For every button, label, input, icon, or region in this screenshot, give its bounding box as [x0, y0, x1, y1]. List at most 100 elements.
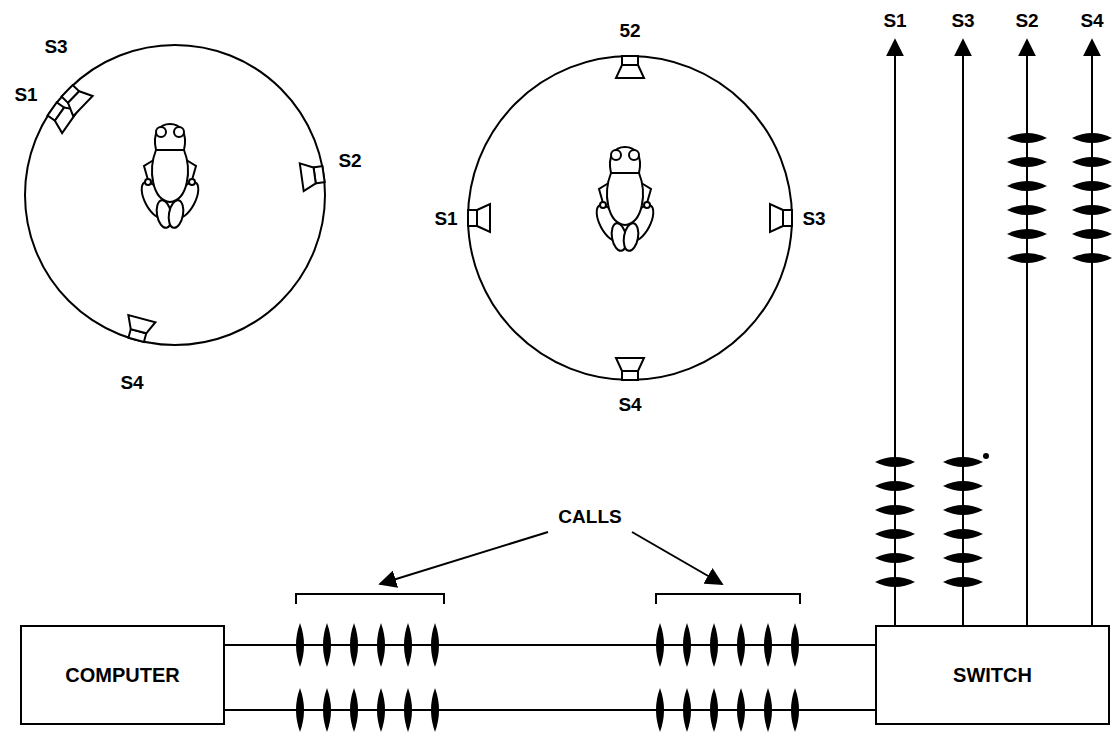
arena-circle [25, 45, 325, 345]
call-pulse [683, 623, 691, 667]
frog-hand [600, 202, 606, 208]
frog-head [610, 147, 640, 173]
call-pulse [404, 623, 412, 667]
call-pulse [1007, 157, 1047, 167]
speaker-cone [770, 204, 783, 232]
speaker [616, 56, 644, 78]
bracket [296, 594, 444, 604]
frog-hand [145, 179, 151, 185]
speaker-cone [477, 204, 490, 232]
arena-circle [468, 56, 792, 380]
call-pulse [737, 623, 745, 667]
call-pulse [431, 688, 439, 732]
box-label: COMPUTER [65, 664, 179, 687]
call-pulse [943, 457, 983, 467]
call-pulse [683, 688, 691, 732]
call-pulse [1072, 133, 1112, 143]
speaker-magnet [622, 56, 638, 65]
call-pulse [1007, 205, 1047, 215]
call-pulse [431, 623, 439, 667]
call-pulse [1072, 157, 1112, 167]
speaker-magnet [783, 210, 792, 226]
speaker-label: S2 [1015, 11, 1038, 30]
call-pulse [1072, 181, 1112, 191]
speaker-label: S4 [120, 373, 143, 392]
speaker [57, 81, 92, 116]
process-box: SWITCH [875, 625, 1110, 725]
call-pulse [875, 481, 915, 491]
call-pulse [875, 457, 915, 467]
speaker-label: S3 [802, 209, 825, 228]
call-pulse [1072, 205, 1112, 215]
call-pulse [1007, 229, 1047, 239]
speaker-label: S4 [618, 395, 641, 414]
call-pulse [943, 505, 983, 515]
output-line [1091, 40, 1093, 626]
speaker-cone [616, 65, 644, 78]
call-pulse [323, 688, 331, 732]
process-box: COMPUTER [20, 625, 225, 725]
speaker-cone [300, 162, 317, 192]
speaker-magnet [622, 371, 638, 380]
call-pulse [943, 481, 983, 491]
box-label: SWITCH [953, 664, 1032, 687]
call-pulse [377, 623, 385, 667]
speaker-label: 52 [619, 21, 640, 40]
speaker-label: S1 [883, 11, 906, 30]
call-pulse [1007, 253, 1047, 263]
frog-head [155, 124, 185, 150]
speaker-label: S1 [14, 85, 37, 104]
call-pulse [875, 505, 915, 515]
call-pulse [350, 623, 358, 667]
speaker-label: S2 [338, 151, 361, 170]
speaker [300, 160, 326, 191]
call-pulse [710, 688, 718, 732]
call-pulse [296, 688, 304, 732]
call-pulse [764, 623, 772, 667]
call-pulse [791, 688, 799, 732]
speaker [123, 315, 156, 343]
call-pulse [737, 688, 745, 732]
frog-hand [644, 202, 650, 208]
signal-line [225, 709, 875, 711]
call-pulse [377, 688, 385, 732]
call-pulse [791, 623, 799, 667]
frog-eye [611, 150, 621, 160]
output-line [1026, 40, 1028, 626]
frog-body [607, 173, 643, 225]
call-pulse [710, 623, 718, 667]
speaker-cone [616, 358, 644, 371]
frog [592, 147, 659, 252]
speaker-cone [64, 87, 93, 116]
call-pulse [943, 553, 983, 563]
call-pulse [764, 688, 772, 732]
frog-eye [156, 127, 166, 137]
speaker [770, 204, 792, 232]
speaker [616, 358, 644, 380]
call-pulse [350, 688, 358, 732]
call-pulse [943, 577, 983, 587]
speaker-cone [125, 315, 155, 335]
frog-body [152, 150, 188, 202]
speaker-label: S3 [951, 11, 974, 30]
frog-foot [622, 222, 641, 252]
call-pulse [404, 688, 412, 732]
frog-eye [174, 127, 184, 137]
call-pulse [1007, 181, 1047, 191]
speaker-label: S3 [44, 37, 67, 56]
call-pulse [875, 529, 915, 539]
frog [137, 124, 204, 229]
call-pulse [943, 529, 983, 539]
call-pulse [323, 623, 331, 667]
signal-line [225, 644, 875, 646]
call-pulse [656, 688, 664, 732]
call-pulse [1072, 253, 1112, 263]
call-pulse [656, 623, 664, 667]
frog-eye [629, 150, 639, 160]
frog-foot [167, 199, 186, 229]
call-pulse [875, 553, 915, 563]
call-pulse [875, 577, 915, 587]
speaker-label: S4 [1080, 11, 1103, 30]
call-pulse [1072, 229, 1112, 239]
